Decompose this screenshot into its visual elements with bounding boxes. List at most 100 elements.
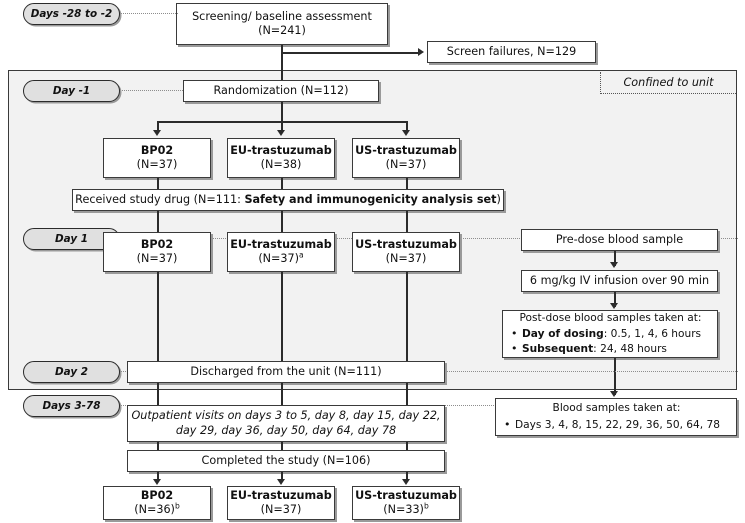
node-predose-blood-sample: Pre-dose blood sample [521, 229, 718, 251]
arm-completed-1-n: (N=36)b [134, 501, 180, 516]
arm-completed-3-n: (N=33)b [383, 501, 429, 516]
arm-randomized-3-n: (N=37) [385, 158, 427, 171]
arrowhead-arm2 [277, 130, 285, 136]
connector-predose-to-infusion [614, 251, 616, 266]
leader-day-minus1 [118, 90, 183, 91]
arm-day1-1-n: (N=37) [136, 252, 178, 265]
node-completed-study: Completed the study (N=106) [127, 450, 445, 472]
connector-outpatient-to-completed-1 [157, 442, 159, 451]
screen-failures-label: Screen failures, N=129 [446, 44, 577, 58]
leader-screening [118, 13, 178, 14]
postdose-bullet-list: Day of dosing: 0.5, 1, 4, 6 hours Subseq… [509, 326, 712, 357]
connector-day1-1-to-discharge [157, 272, 159, 361]
arm-day1-3-n: (N=37) [385, 252, 427, 265]
connector-received-to-day1-1 [157, 211, 159, 233]
completed-label: Completed the study (N=106) [201, 453, 371, 467]
outpatient-line-1: Outpatient visits on days 3 to 5, day 8,… [131, 409, 441, 423]
connector-day1-3-to-discharge [406, 272, 408, 361]
arm-randomized-1-name: BP02 [140, 143, 174, 157]
connector-received-to-day1-3 [406, 211, 408, 233]
connector-screening-to-failures [281, 52, 420, 54]
predose-label: Pre-dose blood sample [555, 232, 684, 246]
received-suffix: ) [496, 192, 501, 206]
confined-to-unit-label: Confined to unit [600, 72, 736, 94]
connector-discharge-to-outpatient-1 [157, 383, 159, 407]
connector-outpatient-to-completed-2 [281, 442, 283, 451]
node-arm-day1-3: US-trastuzumab (N=37) [352, 232, 460, 272]
discharged-label: Discharged from the unit (N=111) [190, 364, 382, 378]
node-screening: Screening/ baseline assessment (N=241) [176, 3, 388, 45]
connector-infusion-to-postdose [614, 292, 616, 307]
node-outpatient-visits: Outpatient visits on days 3 to 5, day 8,… [127, 405, 445, 442]
node-arm-day1-2: EU-trastuzumab (N=37)a [227, 232, 335, 272]
connector-screening-down [281, 45, 283, 90]
phase-label-day1: Day 1 [23, 228, 120, 250]
connector-completed-to-final-3 [406, 472, 408, 482]
connector-completed-to-final-2 [281, 472, 283, 482]
arrowhead-arm1 [153, 130, 161, 136]
arrowhead-final-2 [277, 479, 285, 485]
blood-samples-bullet-list: Days 3, 4, 8, 15, 22, 29, 36, 50, 64, 78 [502, 416, 731, 433]
arm-randomized-3-name: US-trastuzumab [355, 143, 457, 157]
connector-discharge-to-outpatient-3 [406, 383, 408, 407]
connector-postdose-to-blood [614, 358, 616, 395]
arm-randomized-2-name: EU-trastuzumab [230, 143, 332, 157]
node-arm-randomized-2: EU-trastuzumab (N=38) [227, 138, 335, 178]
arm-day1-2-name: EU-trastuzumab [230, 237, 332, 251]
arrowhead-blood-samples [610, 391, 618, 397]
node-randomization: Randomization (N=112) [183, 80, 379, 102]
arm-randomized-2-n: (N=38) [260, 158, 302, 171]
phase-label-screening: Days -28 to -2 [23, 3, 120, 25]
postdose-header: Post-dose blood samples taken at: [519, 311, 702, 324]
arm-completed-1-name: BP02 [140, 488, 174, 502]
connector-discharge-to-outpatient-2 [281, 383, 283, 407]
arrowhead-final-1 [153, 479, 161, 485]
arrowhead-infusion [610, 262, 618, 268]
node-arm-completed-3: US-trastuzumab (N=33)b [352, 486, 460, 520]
connector-rand-to-arm1 [157, 121, 159, 133]
connector-rand-down [281, 102, 283, 122]
phase-label-day-minus1: Day -1 [23, 80, 120, 102]
connector-arm3-to-received [406, 178, 408, 190]
arrowhead-final-3 [402, 479, 410, 485]
arm-completed-2-n: (N=37) [260, 503, 302, 516]
blood-samples-bullet-1: Days 3, 4, 8, 15, 22, 29, 36, 50, 64, 78 [504, 416, 731, 433]
screening-line-1: Screening/ baseline assessment [192, 9, 372, 23]
arrowhead-arm3 [402, 130, 410, 136]
received-bold: Safety and immunogenicity analysis set [244, 192, 497, 206]
infusion-label: 6 mg/kg IV infusion over 90 min [529, 273, 710, 287]
received-study-drug-label: Received study drug (N=111: Safety and i… [75, 193, 501, 207]
node-screen-failures: Screen failures, N=129 [427, 41, 596, 63]
screening-line-2: (N=241) [258, 24, 306, 37]
postdose-bullet-1: Day of dosing: 0.5, 1, 4, 6 hours [511, 326, 712, 342]
connector-day1-2-to-discharge [281, 272, 283, 361]
connector-arm1-to-received [157, 178, 159, 190]
randomization-label: Randomization (N=112) [213, 83, 349, 97]
connector-rand-to-arm3 [406, 121, 408, 133]
node-received-study-drug: Received study drug (N=111: Safety and i… [72, 189, 504, 211]
node-arm-randomized-3: US-trastuzumab (N=37) [352, 138, 460, 178]
node-discharged: Discharged from the unit (N=111) [127, 361, 445, 383]
arrowhead-postdose [610, 303, 618, 309]
node-arm-randomized-1: BP02 (N=37) [103, 138, 211, 178]
outpatient-line-2: day 29, day 36, day 50, day 64, day 78 [175, 423, 397, 437]
arm-day1-3-name: US-trastuzumab [355, 237, 457, 251]
phase-label-day2: Day 2 [23, 361, 120, 383]
connector-outpatient-to-completed-3 [406, 442, 408, 451]
connector-received-to-day1-2 [281, 211, 283, 233]
received-prefix: Received study drug (N=111: [75, 192, 245, 206]
arm-completed-3-name: US-trastuzumab [355, 488, 457, 502]
arm-day1-2-n: (N=37)a [258, 250, 304, 265]
arm-completed-2-name: EU-trastuzumab [230, 488, 332, 502]
connector-completed-to-final-1 [157, 472, 159, 482]
arm-day1-1-name: BP02 [140, 237, 174, 251]
arrowhead-screen-failures [418, 48, 424, 56]
connector-rand-to-arm2 [281, 121, 283, 133]
blood-samples-header: Blood samples taken at: [552, 402, 681, 415]
arm-randomized-1-n: (N=37) [136, 158, 178, 171]
node-blood-samples-taken: Blood samples taken at: Days 3, 4, 8, 15… [495, 398, 737, 436]
phase-label-days3-78: Days 3-78 [23, 395, 120, 417]
node-arm-completed-2: EU-trastuzumab (N=37) [227, 486, 335, 520]
connector-arm2-to-received [281, 178, 283, 190]
